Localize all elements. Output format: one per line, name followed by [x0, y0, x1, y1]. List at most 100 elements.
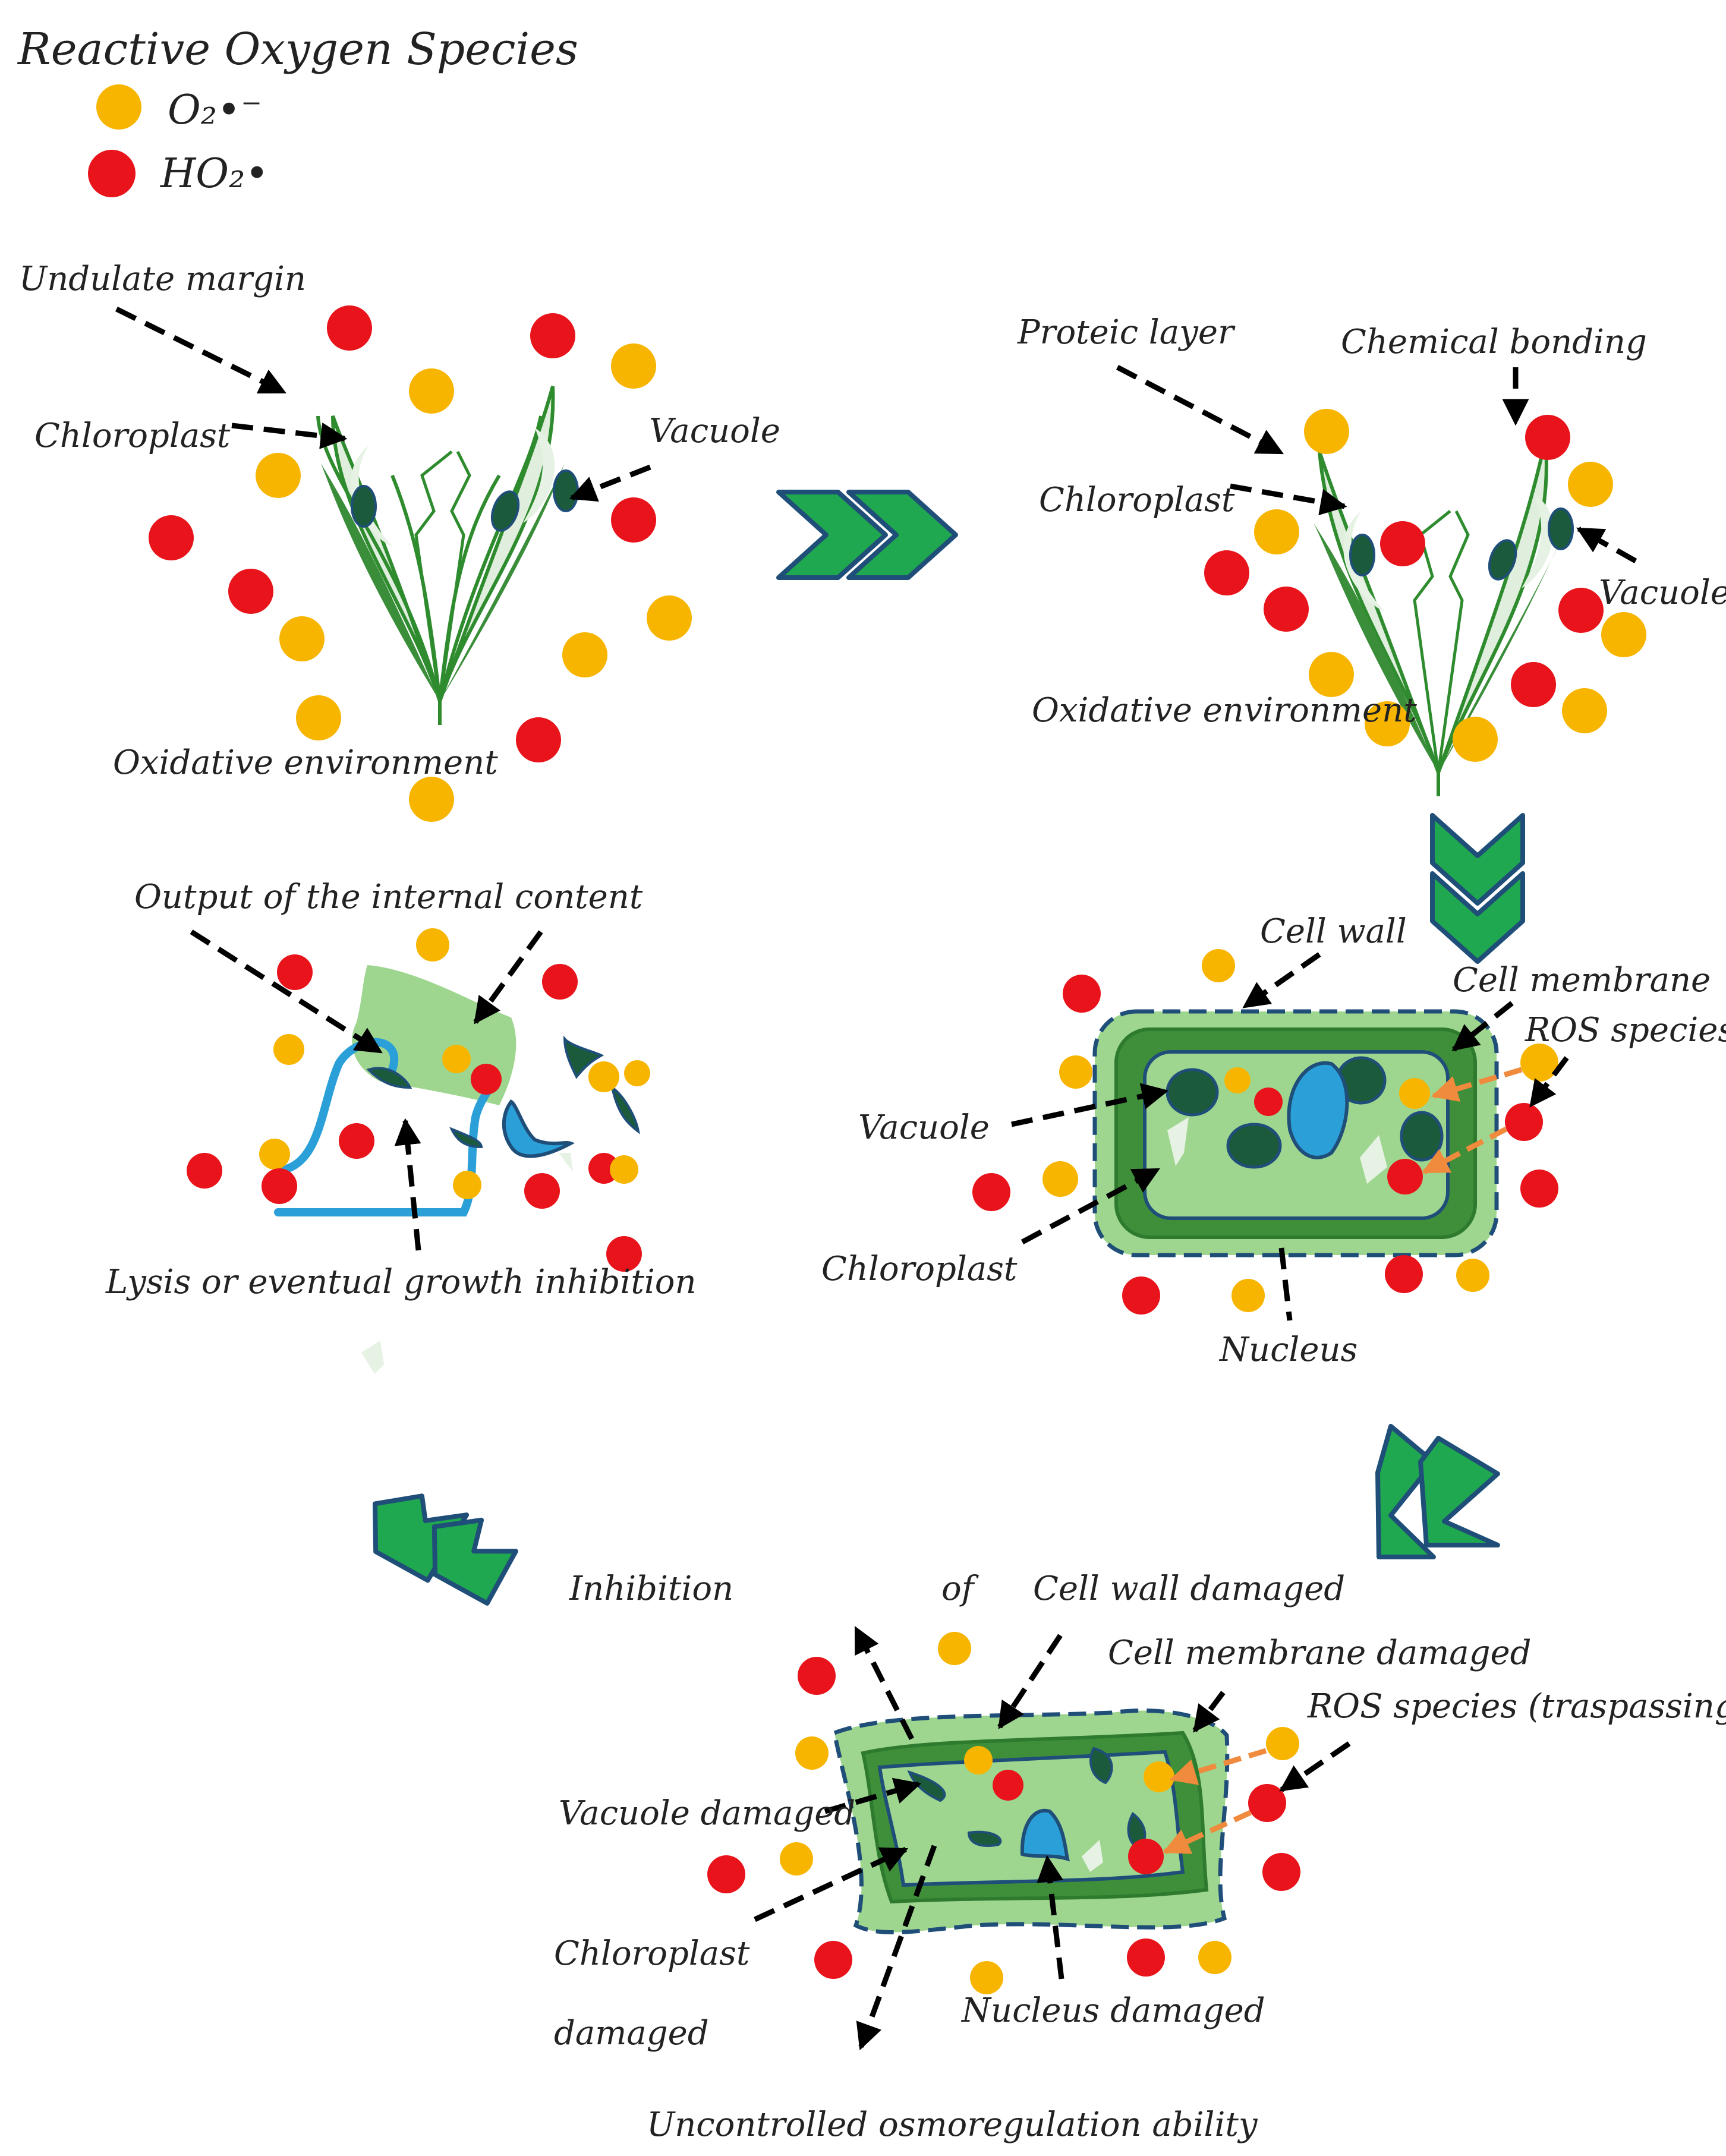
ros-particles-panel2 [1204, 409, 1646, 762]
ros-particles-panel3 [972, 949, 1558, 1315]
chevron-right-icon [776, 490, 958, 580]
panel-oxidative-attack: Proteic layer Chemical bonding Chloropla… [1017, 313, 1726, 796]
vacuole-organelle [490, 490, 520, 532]
proteic-layer-label: Proteic layer [1017, 313, 1236, 352]
uncontrolled-osmoregulation-label: Uncontrolled osmoregulation ability [647, 2105, 1258, 2144]
chloroplast-damaged-label: Chloroplast [554, 1934, 750, 1973]
vacuole-organelle [1400, 1111, 1444, 1162]
panel-lysis: Output of the internal content Lysis or … [105, 878, 697, 1374]
cell-wall-damaged-arrow [997, 1634, 1063, 1729]
osmoregulation-arrow [856, 1845, 937, 2051]
cell-wall-arrow [1242, 952, 1321, 1009]
chloroplast-arrow-3 [1021, 1167, 1160, 1244]
ros-particles-panel5 [187, 928, 650, 1272]
lysis-growth-inhibition-label: Lysis or eventual growth inhibition [105, 1263, 697, 1301]
vacuole-label-3: Vacuole [858, 1108, 990, 1147]
cell-wall-label: Cell wall [1260, 912, 1407, 951]
undulate-margin-arrow [115, 306, 287, 395]
chevron-down-left-icon [1375, 1424, 1500, 1559]
chloroplast-organelle [1167, 1117, 1189, 1166]
vacuole-organelle [1166, 1068, 1219, 1117]
vacuole-organelle [1349, 534, 1375, 576]
chloroplast-label-3: Chloroplast [821, 1250, 1018, 1288]
nucleus-pointer [1278, 1247, 1293, 1321]
ruptured-membrane [275, 1038, 399, 1175]
vacuole-label: Vacuole [649, 412, 780, 450]
legend: Reactive Oxygen Species O₂•⁻ HO₂• [17, 24, 578, 197]
vacuole-arrow [569, 464, 651, 502]
vacuole-fragment [563, 1035, 604, 1079]
cell-wall-damaged-label: Cell wall damaged [1033, 1569, 1345, 1608]
superoxide-legend-label: O₂•⁻ [168, 87, 262, 134]
vacuole-organelle [553, 469, 579, 512]
ros-trespass-label-arrow [1279, 1741, 1351, 1792]
panel-healthy-algae: Undulate margin Chloroplast Vacuole Oxid… [19, 260, 780, 822]
panel-cell-attack: Cell wall Cell membrane ROS species Vacu… [821, 912, 1726, 1369]
ros-species-arrow [1529, 1056, 1569, 1108]
superoxide-legend-dot [96, 84, 141, 130]
output-content-arrow [190, 929, 383, 1054]
damaged-label: damaged [554, 2014, 709, 2053]
algae-shape [316, 386, 565, 725]
ros-entry-arrow [1431, 1067, 1523, 1102]
vacuole-fragment [366, 1067, 412, 1089]
inhibition-label: Inhibition [569, 1569, 733, 1608]
algae-shape-2 [1314, 439, 1569, 796]
vacuole-organelle [967, 1830, 1002, 1847]
chloroplast-label-2: Chloroplast [1039, 481, 1235, 519]
undulate-margin-label: Undulate margin [19, 260, 306, 298]
of-label: of [941, 1569, 979, 1608]
cell-membrane-arrow [1451, 1001, 1514, 1052]
chloroplast-fragment [559, 1153, 573, 1172]
nucleus [1287, 1061, 1349, 1159]
oxidative-environment-label-2: Oxidative environment [1032, 691, 1417, 730]
vacuole-damaged-label: Vacuole damaged [559, 1794, 855, 1833]
vacuole-arrow-3 [1011, 1083, 1169, 1127]
chevron-left-icon [372, 1493, 518, 1606]
ros-trespass-arrow [1169, 1748, 1267, 1785]
proteic-layer-arrow [1116, 365, 1284, 455]
vacuole-organelle [1548, 508, 1574, 550]
output-internal-content-label: Output of the internal content [134, 878, 643, 916]
chloroplast-organelle [1082, 1840, 1103, 1872]
chloroplast-organelle [1360, 1135, 1387, 1184]
chloroplast-arrow-2 [1230, 483, 1347, 516]
chevron-down-icon [1430, 813, 1525, 964]
nucleus-damaged-label: Nucleus damaged [960, 1991, 1265, 2030]
chloroplast-arrow [231, 422, 348, 449]
chemical-bonding-label: Chemical bonding [1341, 323, 1647, 361]
output-content-arrow-2 [473, 930, 543, 1025]
chloroplast-fragment [361, 1341, 384, 1374]
cell-membrane-label: Cell membrane [1453, 961, 1711, 1000]
lysis-arrow [394, 1118, 421, 1251]
nucleus-damaged-arrow [1037, 1855, 1064, 1980]
ros-particles-panel1 [149, 305, 692, 822]
vacuole-fragment [449, 1127, 483, 1149]
vacuole-label-2: Vacuole [1599, 573, 1726, 612]
oxidative-environment-label: Oxidative environment [113, 743, 498, 782]
chloroplast-label: Chloroplast [34, 417, 231, 455]
inhibition-arrow [853, 1625, 915, 1741]
vacuole-fragment [610, 1085, 640, 1134]
panel-damaged-cell: Inhibition of Cell wall damaged Cell mem… [554, 1569, 1726, 2144]
ros-trespass-arrow [1162, 1810, 1252, 1855]
vacuole-organelle [1488, 539, 1517, 581]
vacuole-organelle [1089, 1747, 1113, 1785]
chloroplast-damaged-arrow [754, 1846, 909, 1922]
vacuole-arrow-2 [1576, 527, 1637, 563]
ros-species-label: ROS species [1525, 1011, 1726, 1049]
vacuole-organelle [1226, 1123, 1282, 1169]
vacuole-organelle [351, 485, 377, 528]
hydroperoxyl-legend-dot [88, 150, 136, 197]
ros-entry-arrow [1422, 1127, 1508, 1174]
cell-membrane-damaged-label: Cell membrane damaged [1108, 1634, 1532, 1672]
ros-species-trespassing-label: ROS species (traspassing) [1307, 1687, 1726, 1726]
legend-title: Reactive Oxygen Species [17, 24, 578, 75]
ros-particles-panel4 [707, 1632, 1300, 1994]
nucleus-label: Nucleus [1218, 1331, 1358, 1369]
nucleus-fragment [502, 1099, 575, 1158]
cell-membrane-damaged-arrow [1192, 1691, 1226, 1733]
hydroperoxyl-legend-label: HO₂• [159, 150, 269, 197]
vacuole-damaged-arrow [824, 1777, 922, 1814]
